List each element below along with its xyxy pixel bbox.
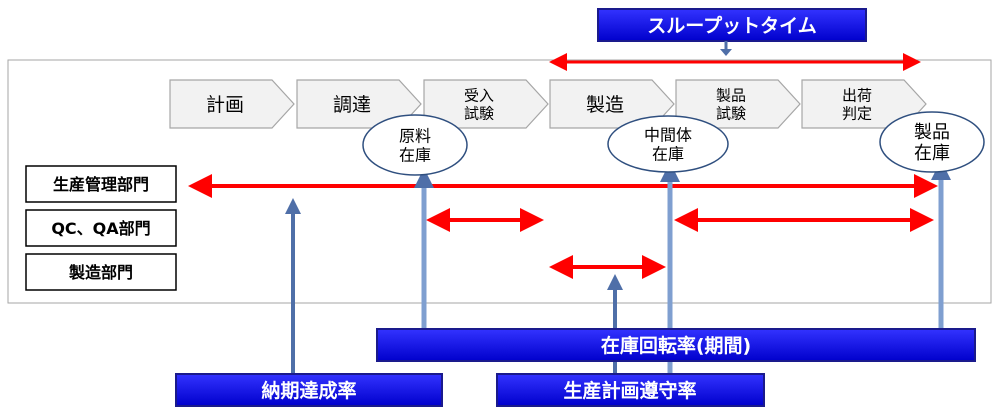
dept-qc-qa-label: QC、QA部門 bbox=[51, 219, 150, 238]
inventory-raw-material-label: 在庫 bbox=[399, 145, 431, 164]
inventory-raw-material-label: 原料 bbox=[399, 126, 431, 145]
dept-manufacturing-box bbox=[25, 253, 177, 291]
inventory-turnover-label: 在庫回転率(期間) bbox=[601, 334, 751, 357]
process-steps: 計画調達受入試験製造製品試験出荷判定 bbox=[169, 79, 927, 129]
inventory-turnover-box bbox=[376, 328, 976, 362]
step-procure-label: 調達 bbox=[333, 94, 371, 116]
inventory-intermediate-label: 中間体 bbox=[644, 125, 692, 144]
inventory-intermediate-shape bbox=[607, 115, 729, 173]
dept-production-control-box bbox=[25, 165, 177, 203]
step-receive-test-label: 試験 bbox=[464, 104, 494, 122]
delivery-rate-label: 納期達成率 bbox=[261, 379, 356, 402]
plan-compliance-box bbox=[496, 373, 765, 407]
inventory-product-shape bbox=[879, 111, 985, 173]
throughput-label: スループットタイム bbox=[647, 14, 816, 37]
dept-manufacturing-label: 製造部門 bbox=[68, 263, 133, 282]
inventory-product-label: 在庫 bbox=[914, 143, 950, 164]
step-plan-label: 計画 bbox=[206, 94, 244, 116]
step-plan-shape bbox=[169, 79, 295, 129]
step-release-label: 出荷 bbox=[842, 86, 872, 104]
plan-compliance-label: 生産計画遵守率 bbox=[563, 379, 696, 402]
throughput-pointer-head bbox=[720, 49, 732, 56]
step-manufacture-label: 製造 bbox=[586, 94, 624, 116]
inventory-intermediate-label: 在庫 bbox=[652, 144, 684, 163]
delivery-rate-box bbox=[175, 373, 443, 407]
throughput-label-box bbox=[597, 8, 867, 42]
inventory-product-label: 製品 bbox=[914, 122, 950, 143]
step-product-test-label: 製品 bbox=[716, 86, 746, 104]
dept-production-control-label: 生産管理部門 bbox=[53, 175, 149, 194]
dept-qc-qa-box bbox=[25, 209, 177, 247]
step-release-label: 判定 bbox=[842, 104, 872, 122]
step-receive-test-label: 受入 bbox=[464, 86, 494, 104]
step-product-test-label: 試験 bbox=[716, 104, 746, 122]
inventory-raw-material-shape bbox=[362, 114, 468, 176]
